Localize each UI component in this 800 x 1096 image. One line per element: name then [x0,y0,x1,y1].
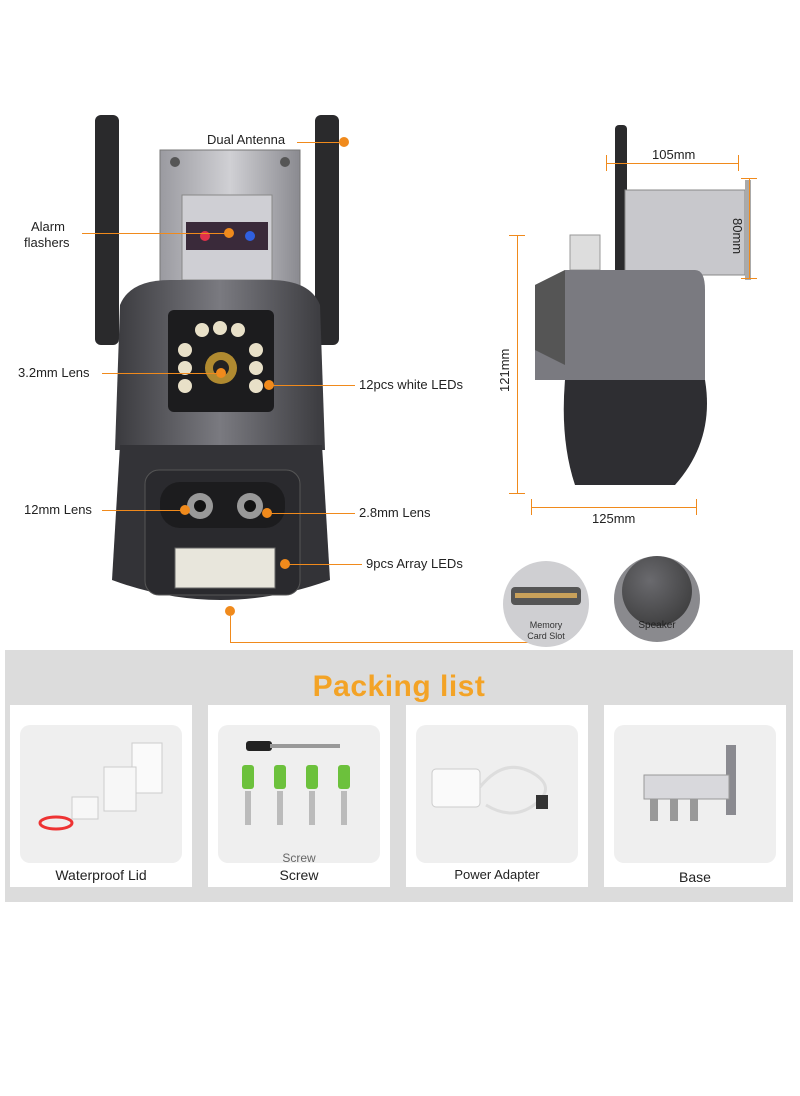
speaker-label: Speaker [638,620,676,631]
power-adapter-image [416,725,578,863]
camera-side-illustration [535,125,751,485]
packing-item-label: Power Adapter [454,867,540,882]
callout-line [82,233,227,234]
callout-dot [216,368,226,378]
callout-line [102,510,182,511]
dimension-tick [509,493,525,494]
callout-dot [264,380,274,390]
waterproof-lid-image [20,725,182,863]
dimension-tick [738,155,739,171]
packing-item-ghost-label: Screw [282,851,316,865]
callout-alarm-flashers-line2: flashers [24,235,70,250]
dimension-tick [696,499,697,515]
callout-dot [225,606,235,616]
dimension-width-body: 125mm [592,511,636,526]
dimension-line [606,163,738,164]
callout-line [102,373,219,374]
callout-dual-antenna: Dual Antenna [207,132,286,147]
callout-line [268,513,355,514]
dimension-line [531,507,696,508]
callout-array-leds: 9pcs Array LEDs [366,556,463,571]
callout-dot [339,137,349,147]
callout-dot [280,559,290,569]
base-image [614,725,776,863]
dimension-line [749,178,750,278]
packing-list-title: Packing list [312,670,486,703]
dimension-height-body: 121mm [497,348,512,392]
packing-item-power-adapter: Power Adapter [406,705,588,887]
callout-dot [180,505,190,515]
callout-lens-2-8mm: 2.8mm Lens [359,505,431,520]
screw-image [218,725,380,863]
packing-item-waterproof-lid: Waterproof Lid [10,705,192,887]
dimension-height-bracket: 80mm [730,218,745,255]
memory-card-slot-detail: Memory Card Slot [503,561,589,647]
packing-item-base: Base [604,705,786,887]
callout-dot [224,228,234,238]
packing-item-screw: Screw Screw [208,705,390,887]
callout-alarm-flashers-line1: Alarm [31,219,65,234]
dimension-tick [509,235,525,236]
memory-card-label-line1: Memory [529,620,563,630]
dimension-tick [531,499,532,515]
packing-list-panel: Packing list Waterproof Lid [5,650,793,902]
callout-line [286,564,362,565]
memory-card-label-line2: Card Slot [527,631,565,641]
camera-front-illustration [95,115,339,600]
packing-item-label: Waterproof Lid [55,867,147,883]
speaker-detail: Speaker [614,556,700,642]
callout-line [230,642,530,643]
callout-lens-3-2mm: 3.2mm Lens [18,365,90,380]
dimension-width-top: 105mm [652,147,696,162]
dimension-tick [606,155,607,171]
dimension-tick [741,178,757,179]
dimension-line [517,235,518,493]
callout-line [270,385,355,386]
dimension-tick [741,278,757,279]
callout-line [230,616,231,642]
callout-lens-12mm: 12mm Lens [24,502,92,517]
callout-line [297,142,342,143]
packing-item-label: Base [679,869,711,885]
packing-item-label: Screw [279,867,319,883]
callout-dot [262,508,272,518]
callout-white-leds: 12pcs white LEDs [359,377,464,392]
